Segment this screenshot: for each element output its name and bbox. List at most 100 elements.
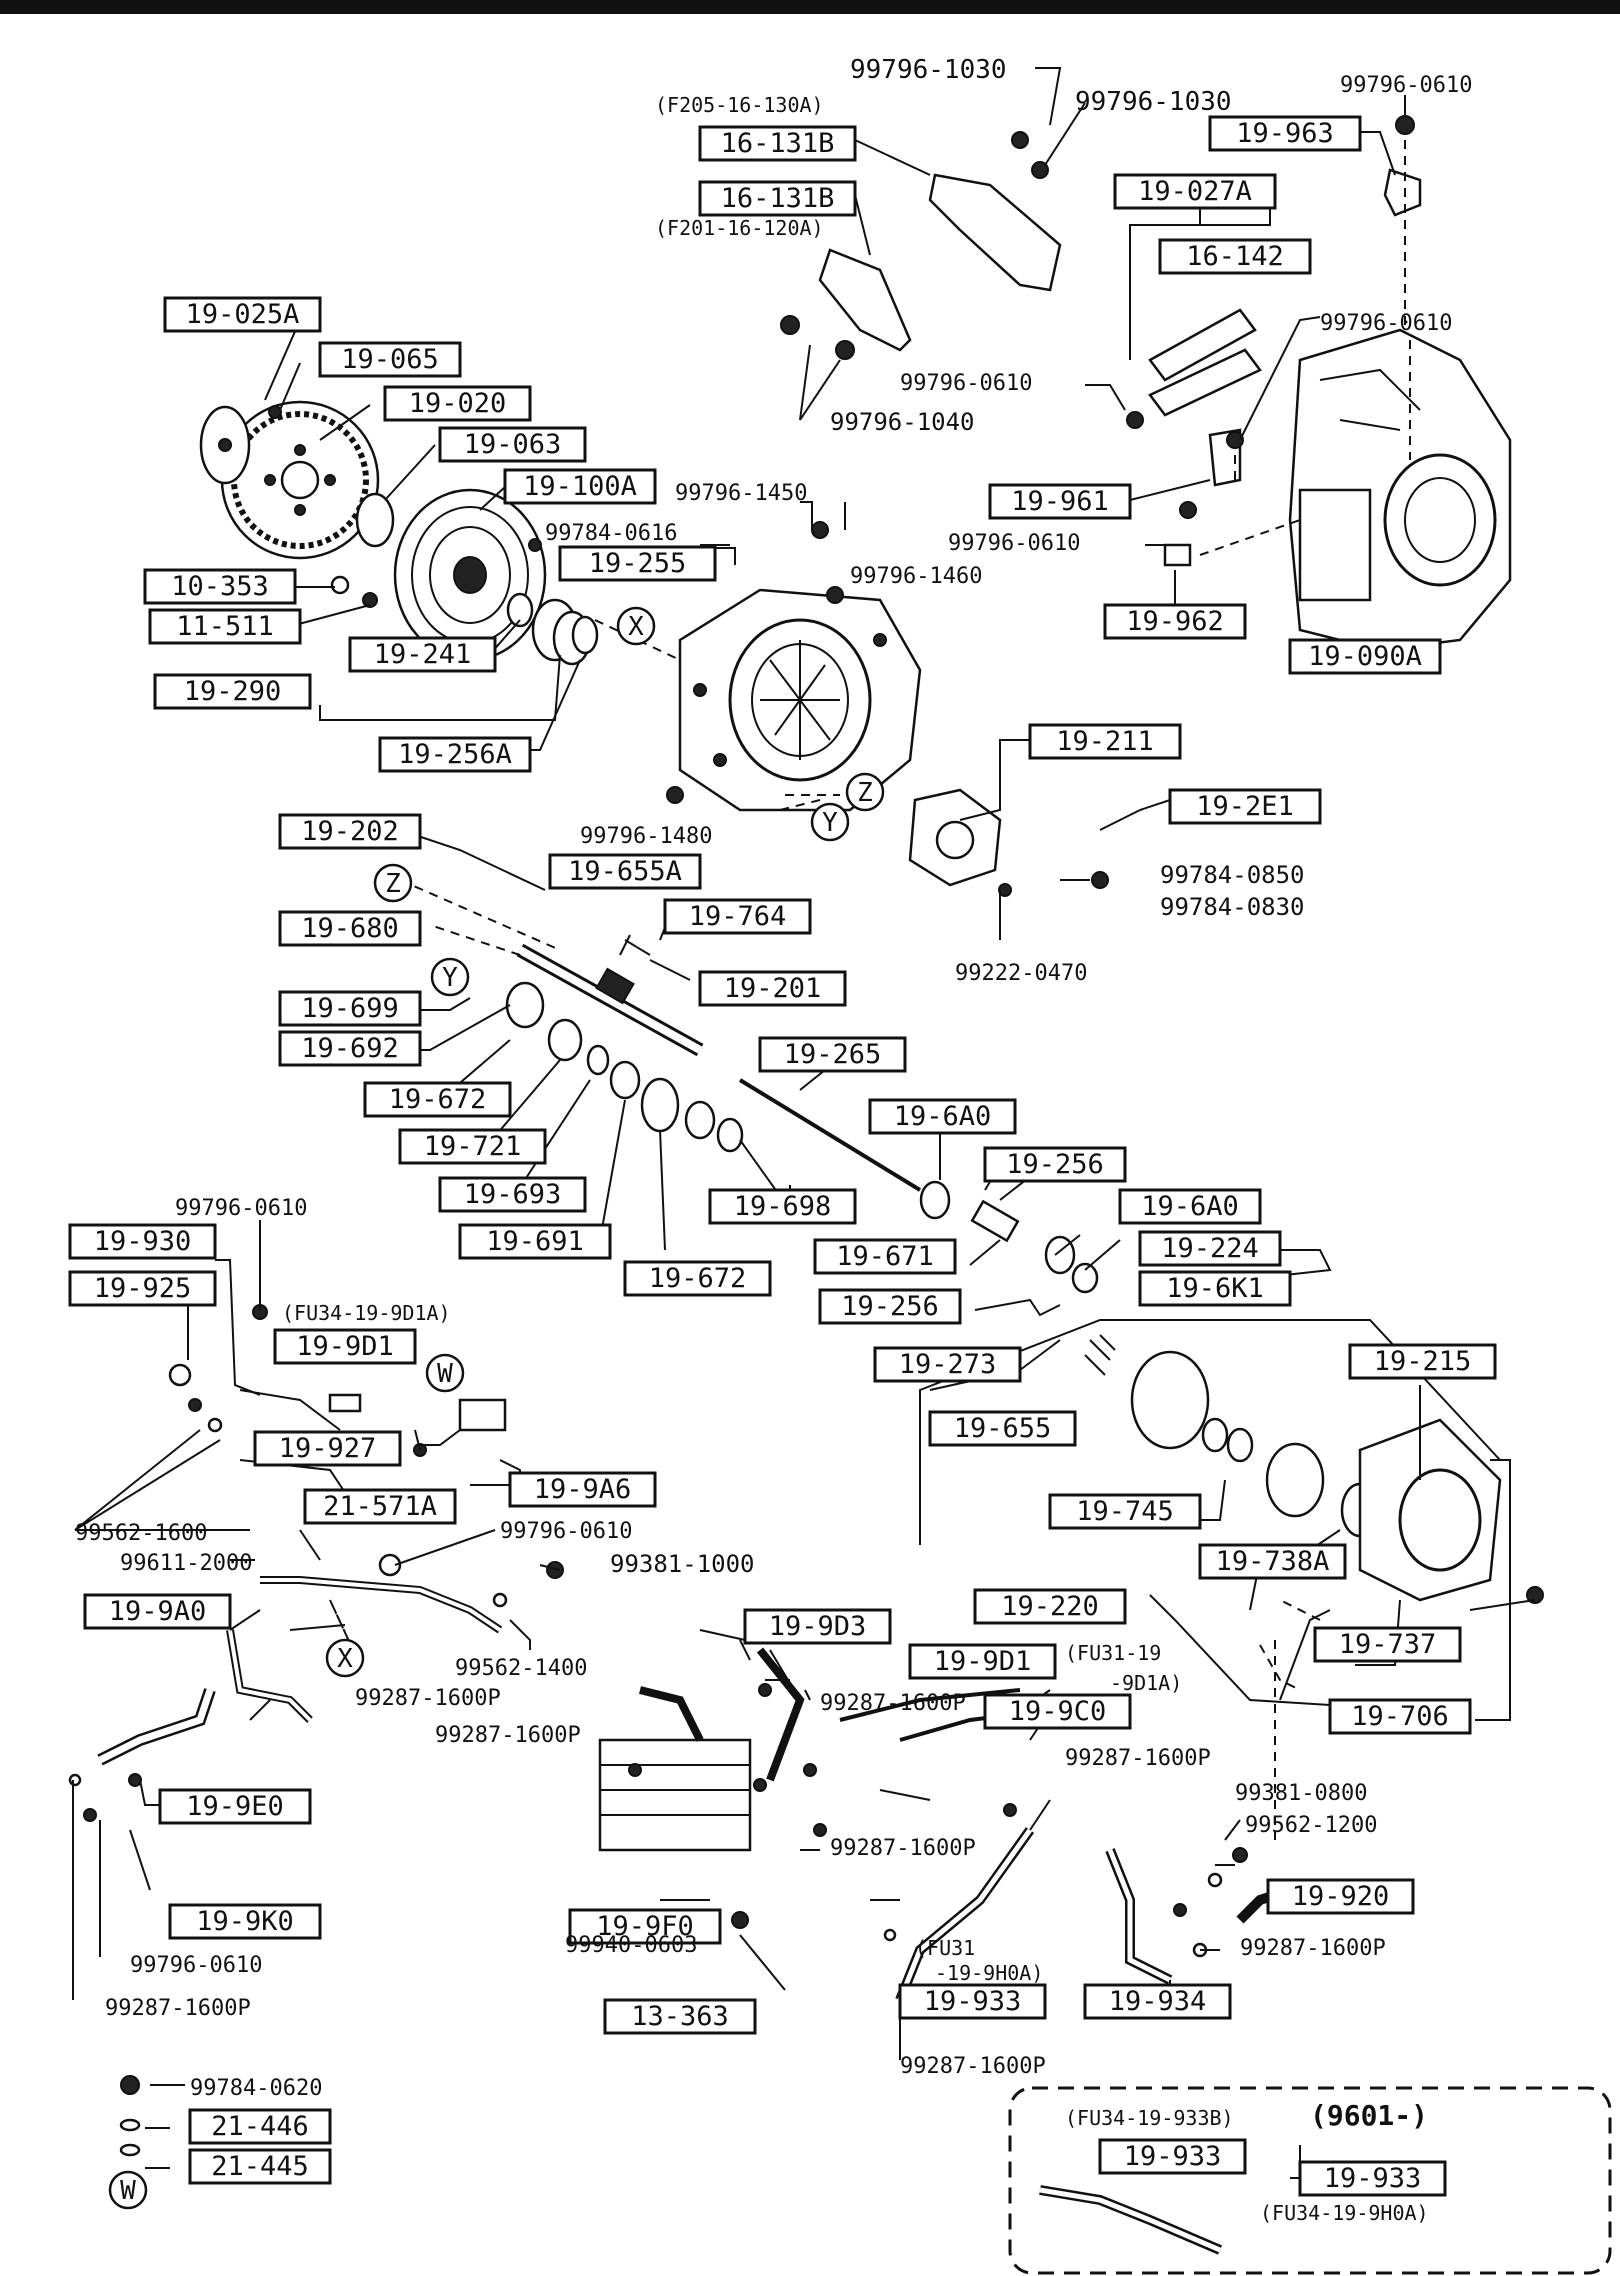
part-number-text: (FU31 xyxy=(915,1936,975,1960)
part-number-callout: 19-693 xyxy=(438,1176,587,1213)
callout-box xyxy=(68,1223,217,1260)
part-number-callout: 19-027A xyxy=(1113,173,1277,210)
callout-box xyxy=(1048,1493,1202,1530)
part-number-callout: 19-290 xyxy=(153,673,312,710)
part-number-callout: 19-962 xyxy=(1103,603,1247,640)
part-number-text: 99287-1600P xyxy=(900,2054,1046,2079)
callout-box xyxy=(438,1176,587,1213)
part-number-label: 19-6A0 xyxy=(1141,1191,1239,1222)
callout-box xyxy=(1266,1878,1415,1915)
labels-layer: 16-131B16-131B19-96319-027A16-14219-025A… xyxy=(68,55,1497,2225)
part-number-label: 16-131B xyxy=(721,183,835,214)
part-number-callout: 19-256 xyxy=(818,1288,962,1325)
part-number-callout: 19-020 xyxy=(383,385,532,422)
part-number-callout: 19-220 xyxy=(973,1588,1127,1625)
part-number-label: 19-933 xyxy=(924,1986,1022,2017)
part-number-callout: 10-353 xyxy=(143,568,297,605)
part-number-callout: 19-255 xyxy=(558,545,717,582)
part-number-text: 99796-0610 xyxy=(175,1196,307,1221)
part-number-label: 19-027A xyxy=(1138,176,1252,207)
part-number-text: 99562-1200 xyxy=(1245,1813,1377,1838)
part-number-label: 19-920 xyxy=(1292,1881,1390,1912)
part-number-label: 19-698 xyxy=(734,1191,832,1222)
part-number-label: 19-699 xyxy=(301,993,399,1024)
callout-box xyxy=(698,970,847,1007)
part-number-callout: 19-655 xyxy=(928,1410,1077,1447)
callout-box xyxy=(1158,238,1312,275)
callout-box xyxy=(1138,1270,1292,1307)
callout-box xyxy=(983,1693,1132,1730)
part-number-text: 99796-1030 xyxy=(1075,87,1232,117)
part-number-callout: 19-930 xyxy=(68,1223,217,1260)
reference-marker: W xyxy=(108,2170,148,2210)
callout-box xyxy=(818,1288,962,1325)
part-number-callout: 19-100A xyxy=(503,468,657,505)
marker-circle xyxy=(616,606,656,646)
callout-box xyxy=(568,1908,722,1945)
part-number-label: 19-672 xyxy=(389,1084,487,1115)
part-number-label: 19-9A6 xyxy=(534,1474,632,1505)
callout-box xyxy=(548,853,702,890)
part-number-callout: 19-9F0 xyxy=(568,1908,722,1945)
oil-pump-seal-drawing xyxy=(506,592,599,666)
callout-box xyxy=(708,1188,857,1225)
part-number-label: 19-672 xyxy=(649,1263,747,1294)
part-number-label: 19-9A0 xyxy=(109,1596,207,1627)
part-number-text: 99611-2000 xyxy=(120,1551,252,1576)
marker-letter: Z xyxy=(857,778,873,808)
part-number-label: 19-692 xyxy=(301,1033,399,1064)
part-number-callout: 16-142 xyxy=(1158,238,1312,275)
part-number-label: 19-655A xyxy=(568,856,682,887)
part-number-text: 99796-1040 xyxy=(830,408,975,436)
reference-marker: Y xyxy=(430,957,470,997)
callout-box xyxy=(1328,1698,1472,1735)
part-number-text: 99796-0610 xyxy=(130,1953,262,1978)
part-number-label: 19-090A xyxy=(1308,641,1422,672)
part-number-text: 99796-0610 xyxy=(500,1519,632,1544)
part-number-text: 99796-1480 xyxy=(580,824,712,849)
part-number-callout: 19-961 xyxy=(988,483,1132,520)
part-number-text: 99796-1450 xyxy=(675,481,807,506)
marker-letter: Y xyxy=(442,963,458,993)
part-number-callout: 19-9D1 xyxy=(908,1643,1057,1680)
part-number-label: 19-721 xyxy=(424,1131,522,1162)
part-number-label: 19-256 xyxy=(1006,1149,1104,1180)
part-number-text: (F205-16-130A) xyxy=(655,93,824,117)
callout-box xyxy=(663,898,812,935)
part-number-label: 19-925 xyxy=(94,1273,192,1304)
callout-box xyxy=(273,1328,417,1365)
callout-box xyxy=(973,1588,1127,1625)
reference-marker: Z xyxy=(373,863,413,903)
leader-lines xyxy=(72,67,1536,2195)
part-number-label: 19-933 xyxy=(1124,2141,1222,2172)
callout-box xyxy=(983,1146,1127,1183)
callout-box xyxy=(143,568,297,605)
callout-box xyxy=(188,2148,332,2185)
part-number-label: 21-571A xyxy=(323,1491,437,1522)
part-number-text: 99287-1600P xyxy=(820,1691,966,1716)
part-number-label: 19-2E1 xyxy=(1196,791,1294,822)
marker-circle xyxy=(373,863,413,903)
part-number-label: 19-6K1 xyxy=(1166,1273,1264,1304)
part-number-callout: 19-256 xyxy=(983,1146,1127,1183)
part-number-text: 99222-0470 xyxy=(955,961,1087,986)
part-number-text: -9D1A) xyxy=(1110,1671,1182,1695)
top-border-bar xyxy=(0,0,1620,14)
callout-box xyxy=(1103,603,1247,640)
part-number-callout: 19-737 xyxy=(1313,1626,1462,1663)
part-number-label: 21-445 xyxy=(211,2151,309,2182)
part-number-label: 19-9D3 xyxy=(769,1611,867,1642)
part-number-label: 11-511 xyxy=(176,611,274,642)
part-number-label: 19-933 xyxy=(1324,2163,1422,2194)
part-number-text: 99287-1600P xyxy=(830,1836,976,1861)
callout-box xyxy=(1198,1543,1347,1580)
marker-letter: X xyxy=(628,612,644,642)
part-number-callout: 19-738A xyxy=(1198,1543,1347,1580)
callout-box xyxy=(868,1098,1017,1135)
part-number-label: 16-131B xyxy=(721,128,835,159)
part-number-callout: 16-131B xyxy=(698,125,857,162)
callout-box xyxy=(1138,1230,1282,1267)
callout-box xyxy=(1113,173,1277,210)
part-number-label: 19-100A xyxy=(523,471,637,502)
